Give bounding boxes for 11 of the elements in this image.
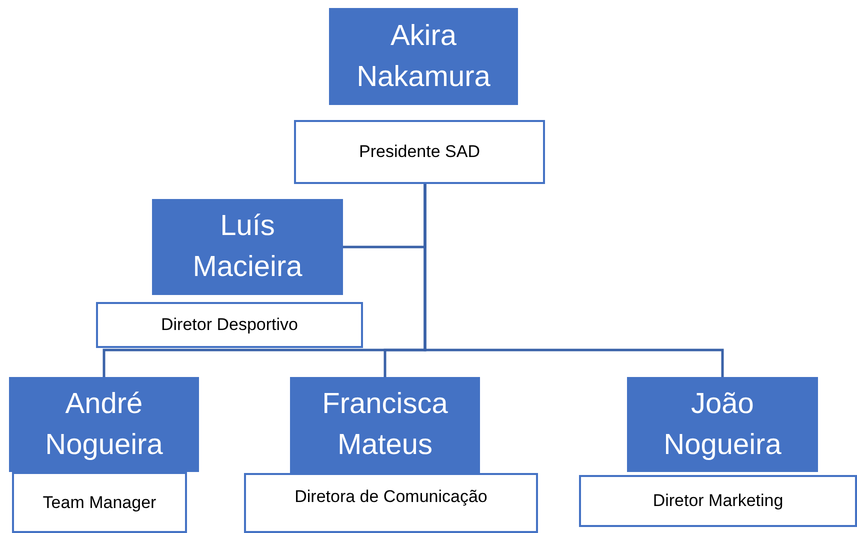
role-box: Diretor Marketing: [579, 475, 857, 527]
role-box: Presidente SAD: [294, 120, 545, 184]
role-box: Diretor Desportivo: [96, 302, 363, 348]
role-box: Diretora de Comunicação: [244, 473, 538, 533]
name-box: André Nogueira: [9, 377, 199, 472]
role-box: Team Manager: [12, 472, 187, 533]
name-box: Akira Nakamura: [329, 8, 518, 105]
name-box: Francisca Mateus: [290, 377, 480, 473]
name-box: João Nogueira: [627, 377, 818, 472]
connector-line: [424, 184, 724, 377]
name-box: Luís Macieira: [152, 199, 343, 295]
